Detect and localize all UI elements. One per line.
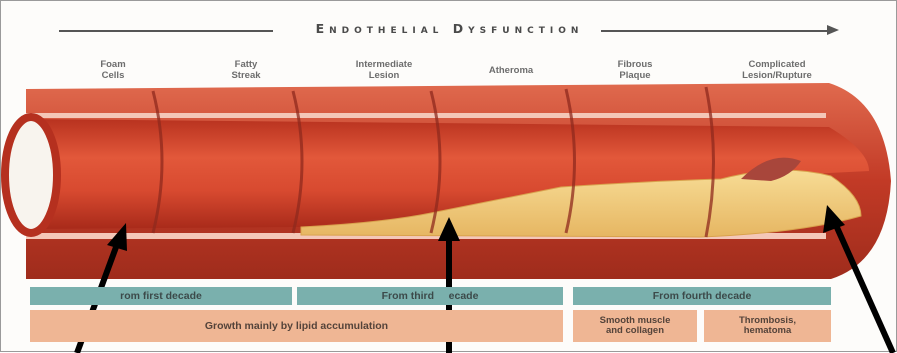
band-fourth-decade: From fourth decade bbox=[573, 287, 831, 305]
band-third-decade: From third ecade bbox=[297, 287, 563, 305]
band-lipid-growth: Growth mainly by lipid accumulation bbox=[30, 310, 563, 342]
vessel-opening bbox=[5, 117, 57, 233]
band-first-decade: rom first decade bbox=[30, 287, 292, 305]
band-thrombosis: Thrombosis,hematoma bbox=[704, 310, 831, 342]
adventitia-top-stripe bbox=[26, 113, 826, 118]
